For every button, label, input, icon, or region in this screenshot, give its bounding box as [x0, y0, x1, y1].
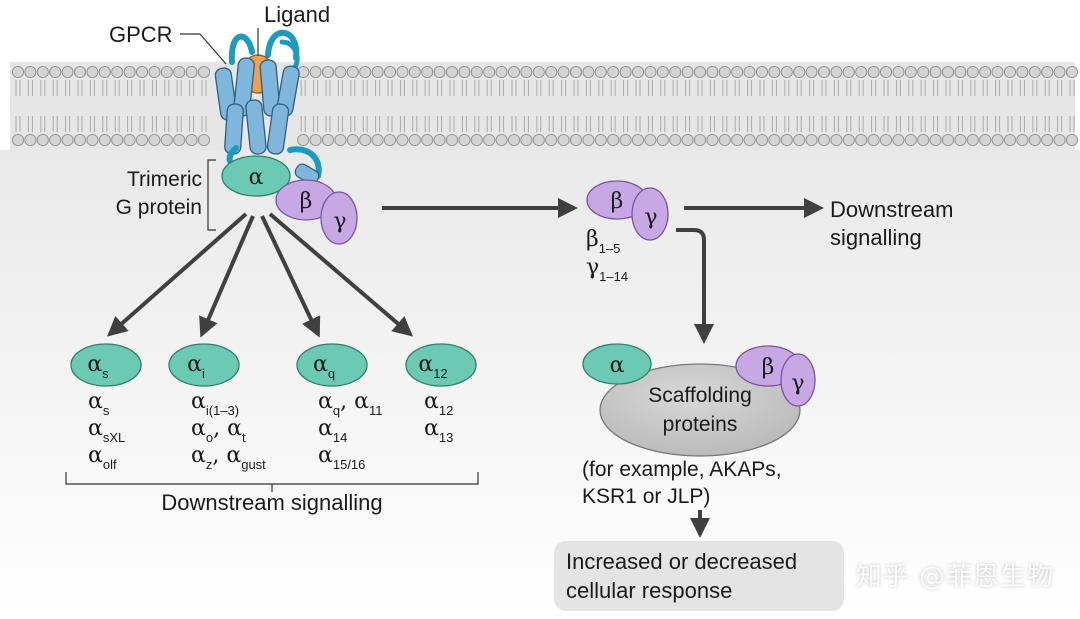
beta-isoforms: β1–5 [586, 227, 620, 256]
arrow-to-alpha-i [199, 215, 255, 338]
downstream-right-line1: Downstream [830, 197, 953, 222]
response-line1: Increased or decreased [566, 549, 797, 574]
arrow-to-alpha-s [107, 212, 248, 337]
alpha-isoform: αolf [88, 443, 117, 472]
alpha-family-label: αq [313, 352, 335, 381]
cellular-response-box [554, 541, 844, 611]
scaffold-example-line2: KSR1 or JLP) [582, 485, 710, 508]
alpha-isoform: αsXL [88, 416, 125, 445]
alpha-family-node [168, 343, 240, 387]
free-beta-label: β [611, 189, 624, 214]
arrow-to-alpha-q [260, 215, 321, 338]
alpha-subunit [221, 155, 291, 197]
alpha-isoform: αq, α11 [318, 389, 382, 418]
ligand-label: Ligand [264, 2, 330, 27]
scaffold-gamma-label: γ [791, 371, 804, 396]
alpha-isoform: α15/16 [318, 443, 365, 472]
arrow-to-alpha-12 [268, 212, 414, 337]
alpha-family-node [296, 343, 368, 387]
gamma-subunit-label: γ [333, 209, 346, 234]
scaffold-alpha-label: α [610, 353, 625, 378]
lipid-bilayer [10, 62, 1079, 150]
downstream-bottom-label: Downstream signalling [161, 490, 382, 515]
alpha-isoform: αo, αt [191, 416, 246, 445]
trimeric-label-line2: G protein [116, 196, 202, 219]
arrow-to-scaffold [676, 228, 714, 344]
alpha-isoform: α12 [424, 389, 453, 418]
watermark: 知乎 @菲恩生物 [855, 562, 1054, 592]
alpha-subunit-label: α [249, 165, 264, 190]
scaffolding-protein [599, 363, 801, 457]
alpha-isoform: αz, αgust [191, 443, 266, 472]
gpcr-label: GPCR [109, 22, 173, 47]
gamma-isoforms: γ1–14 [586, 255, 628, 284]
alpha-isoform: αs [88, 389, 110, 418]
gamma-subunit [320, 191, 358, 245]
scaffold-label-line2: proteins [663, 413, 738, 436]
trimeric-bracket [207, 159, 216, 231]
family-arrows [107, 212, 414, 338]
free-gamma-label: γ [644, 205, 657, 230]
trimeric-label-line1: Trimeric [127, 168, 202, 191]
alpha-family-label: αs [87, 352, 109, 381]
scaffold-example-line1: (for example, AKAPs, [582, 458, 782, 481]
response-line2: cellular response [566, 578, 732, 603]
trimeric-g-protein: α β γ [221, 155, 358, 245]
alpha-family-node [70, 343, 142, 387]
scaffold-complex: α β γ Scaffolding proteins [582, 343, 816, 457]
free-gamma-subunit [631, 187, 669, 241]
downstream-right-line2: signalling [830, 225, 922, 250]
alpha-family-label: α12 [418, 352, 447, 381]
alpha-isoform: αi(1–3) [191, 389, 239, 418]
scaffold-label-line1: Scaffolding [648, 384, 752, 407]
scaffold-alpha-subunit [582, 343, 652, 385]
extracellular-space [0, 0, 1080, 60]
beta-subunit-label: β [300, 189, 313, 214]
alpha-isoform: α14 [318, 416, 347, 445]
gpcr-receptor [214, 29, 322, 185]
alpha-family-label: αi [187, 352, 205, 381]
free-betagamma-dimer: β γ [586, 180, 669, 241]
alpha-isoform: α13 [424, 416, 453, 445]
scaffold-gamma-subunit [780, 353, 816, 407]
scaffold-beta-label: β [762, 355, 775, 380]
cytoplasm [0, 150, 1080, 619]
alpha-family-node [405, 343, 477, 387]
